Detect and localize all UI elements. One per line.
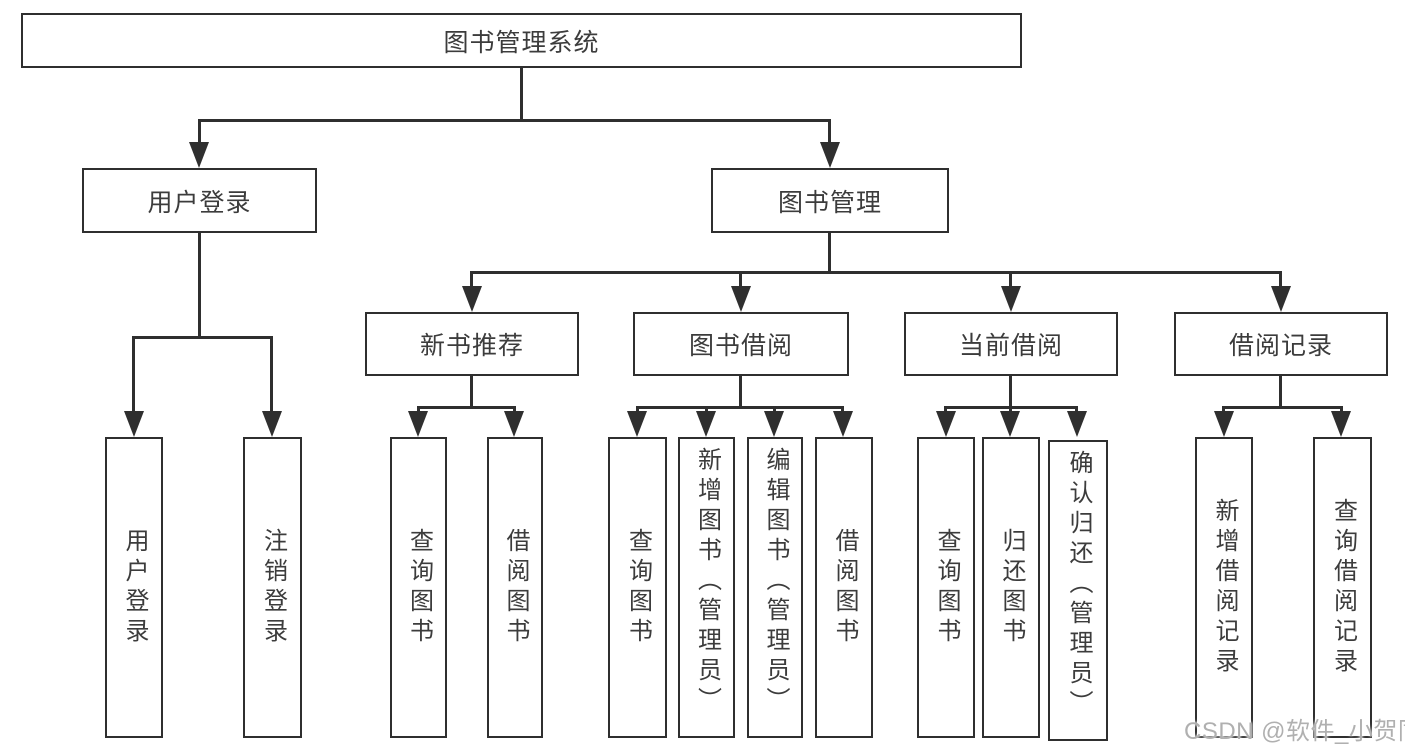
arrowhead-down [1001, 286, 1021, 312]
leaf-user-login: 用户登录 [105, 437, 163, 738]
leaf-edit-book-admin: 编辑图书（管理员） [747, 437, 803, 738]
connector-line [1279, 376, 1282, 406]
connector-line [1075, 406, 1078, 414]
connector-line [1009, 376, 1012, 406]
connector-line [470, 271, 473, 288]
leaf-query-book-3: 查询图书 [917, 437, 975, 738]
connector-line [828, 119, 831, 145]
arrowhead-down [1067, 411, 1087, 437]
connector-line [636, 406, 639, 414]
arrowhead-down [936, 411, 956, 437]
node-borrow-record: 借阅记录 [1174, 312, 1388, 376]
connector-line [739, 271, 742, 288]
node-library-system: 图书管理系统 [21, 13, 1022, 68]
connector-line [1009, 406, 1012, 414]
arrowhead-down [262, 411, 282, 437]
arrowhead-down [1000, 411, 1020, 437]
arrowhead-down [833, 411, 853, 437]
arrowhead-down [764, 411, 784, 437]
leaf-borrow-book-2: 借阅图书 [815, 437, 873, 738]
connector-line [1222, 406, 1343, 409]
connector-line [417, 406, 516, 409]
connector-line [513, 406, 516, 414]
connector-line [198, 119, 831, 122]
node-user-login: 用户登录 [82, 168, 317, 233]
connector-line [471, 271, 1282, 274]
connector-line [1009, 271, 1012, 288]
arrowhead-down [696, 411, 716, 437]
arrowhead-down [1271, 286, 1291, 312]
connector-line [198, 119, 201, 145]
connector-line [1222, 406, 1225, 414]
leaf-query-borrow-record: 查询借阅记录 [1313, 437, 1372, 738]
leaf-query-book-2: 查询图书 [608, 437, 667, 738]
arrowhead-down [408, 411, 428, 437]
connector-line [739, 376, 742, 406]
watermark: CSDN @软件_小贺同学 [1184, 718, 1405, 745]
leaf-return-book: 归还图书 [982, 437, 1040, 738]
arrowhead-down [462, 286, 482, 312]
connector-line [636, 406, 844, 409]
connector-line [828, 233, 831, 271]
leaf-add-book-admin: 新增图书（管理员） [678, 437, 735, 738]
connector-line [417, 406, 420, 414]
connector-line [132, 336, 135, 413]
connector-line [198, 233, 201, 336]
leaf-query-book: 查询图书 [390, 437, 447, 738]
arrowhead-down [731, 286, 751, 312]
connector-line [520, 68, 523, 119]
connector-line [1340, 406, 1343, 414]
arrowhead-down [1331, 411, 1351, 437]
arrowhead-down [627, 411, 647, 437]
node-book-borrow: 图书借阅 [633, 312, 849, 376]
arrowhead-down [1214, 411, 1234, 437]
leaf-borrow-book: 借阅图书 [487, 437, 543, 738]
connector-line [841, 406, 844, 414]
connector-line [1279, 271, 1282, 288]
arrowhead-down [124, 411, 144, 437]
connector-line [705, 406, 708, 414]
connector-line [773, 406, 776, 414]
arrowhead-down [504, 411, 524, 437]
arrowhead-down [189, 142, 209, 168]
connector-line [944, 406, 947, 414]
connector-line [132, 336, 273, 339]
leaf-confirm-return-admin: 确认归还（管理员） [1048, 440, 1108, 741]
connector-line [270, 336, 273, 413]
connector-line [470, 376, 473, 406]
arrowhead-down [820, 142, 840, 168]
node-current-borrow: 当前借阅 [904, 312, 1118, 376]
node-new-book-recommend: 新书推荐 [365, 312, 579, 376]
leaf-add-borrow-record: 新增借阅记录 [1195, 437, 1253, 738]
leaf-logout: 注销登录 [243, 437, 302, 738]
node-book-management: 图书管理 [711, 168, 949, 233]
